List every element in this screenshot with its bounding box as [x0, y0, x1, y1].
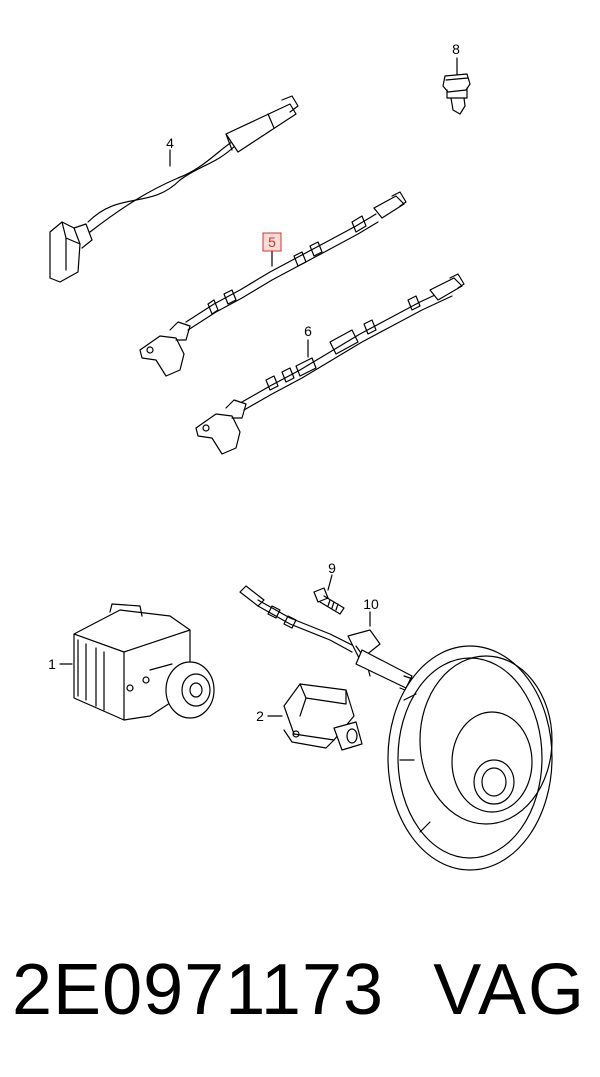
- part-6-speed-sensor: [195, 273, 465, 455]
- callout-2[interactable]: 2: [256, 708, 264, 724]
- brake-disc: [387, 645, 553, 871]
- part-5-speed-sensor: [139, 191, 407, 377]
- callout-5[interactable]: 5: [268, 234, 276, 250]
- callout-1[interactable]: 1: [48, 656, 56, 672]
- callout-6[interactable]: 6: [304, 323, 312, 339]
- part-9-bolt: [313, 574, 345, 615]
- footer: 2E0971173 VAG: [0, 940, 600, 1040]
- callout-8[interactable]: 8: [452, 41, 460, 57]
- part-2-sensor-module: [267, 683, 363, 751]
- callout-10[interactable]: 10: [363, 596, 379, 612]
- callout-4[interactable]: 4: [166, 135, 174, 151]
- part-1-abs-unit: [59, 603, 215, 721]
- part-8-clip: [442, 57, 471, 115]
- part-number: 2E0971173: [12, 950, 385, 1030]
- part-10-speed-sensor: [239, 585, 417, 693]
- brand-name: VAG: [433, 950, 586, 1030]
- callout-5-highlight-box: [262, 232, 282, 252]
- part-4-wear-sensor: [49, 95, 299, 283]
- callout-9[interactable]: 9: [328, 560, 336, 576]
